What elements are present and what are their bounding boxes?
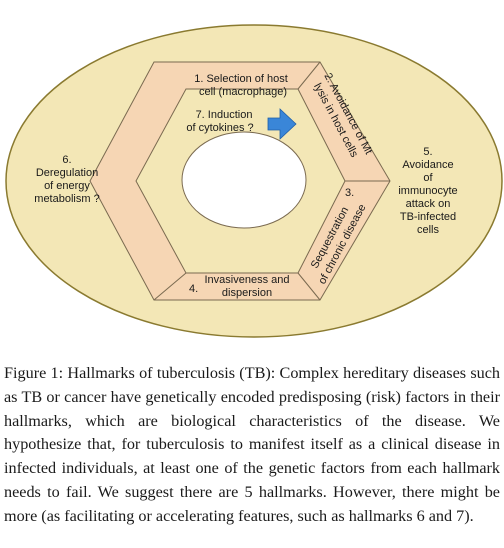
figure-label: Figure 1: xyxy=(4,364,64,382)
hallmark-4-label: Invasiveness and 4. dispersion xyxy=(189,274,290,299)
svg-text:cells: cells xyxy=(417,224,440,236)
svg-text:of energy: of energy xyxy=(44,180,90,192)
svg-text:attack on: attack on xyxy=(406,198,451,210)
svg-text:immunocyte: immunocyte xyxy=(398,185,457,197)
figure-caption: Figure 1: Hallmarks of tuberculosis (TB)… xyxy=(4,362,500,529)
hallmarks-diagram: 1. Selection of host cell (macrophage) 7… xyxy=(5,24,503,338)
svg-text:Deregulation: Deregulation xyxy=(36,167,98,179)
svg-text:cell (macrophage): cell (macrophage) xyxy=(199,86,287,98)
svg-text:1. Selection of host: 1. Selection of host xyxy=(194,73,288,85)
hallmark-5-label: 5. Avoidance of immunocyte attack on TB-… xyxy=(398,146,457,236)
arrow-icon xyxy=(267,108,297,140)
svg-text:4.: 4. xyxy=(189,283,198,295)
svg-text:metabolism ?: metabolism ? xyxy=(34,193,99,205)
hallmark-1-label: 1. Selection of host cell (macrophage) xyxy=(194,73,288,98)
svg-text:Invasiveness and: Invasiveness and xyxy=(205,274,290,286)
svg-text:Avoidance: Avoidance xyxy=(402,159,453,171)
svg-text:dispersion: dispersion xyxy=(222,287,272,299)
svg-text:TB-infected: TB-infected xyxy=(400,211,456,223)
svg-text:6.: 6. xyxy=(62,154,71,166)
caption-text: Hallmarks of tuberculosis (TB): Complex … xyxy=(4,364,500,525)
svg-text:of: of xyxy=(423,172,433,184)
hallmark-6-label: 6. Deregulation of energy metabolism ? xyxy=(34,154,99,205)
svg-text:of cytokines ?: of cytokines ? xyxy=(186,122,253,134)
hallmark-7-label: 7. Induction of cytokines ? xyxy=(186,109,253,134)
hallmark-3-number: 3. xyxy=(345,187,354,199)
center-hole xyxy=(181,131,307,229)
svg-text:7. Induction: 7. Induction xyxy=(196,109,253,121)
segment-separators xyxy=(153,61,390,301)
svg-text:5.: 5. xyxy=(423,146,432,158)
